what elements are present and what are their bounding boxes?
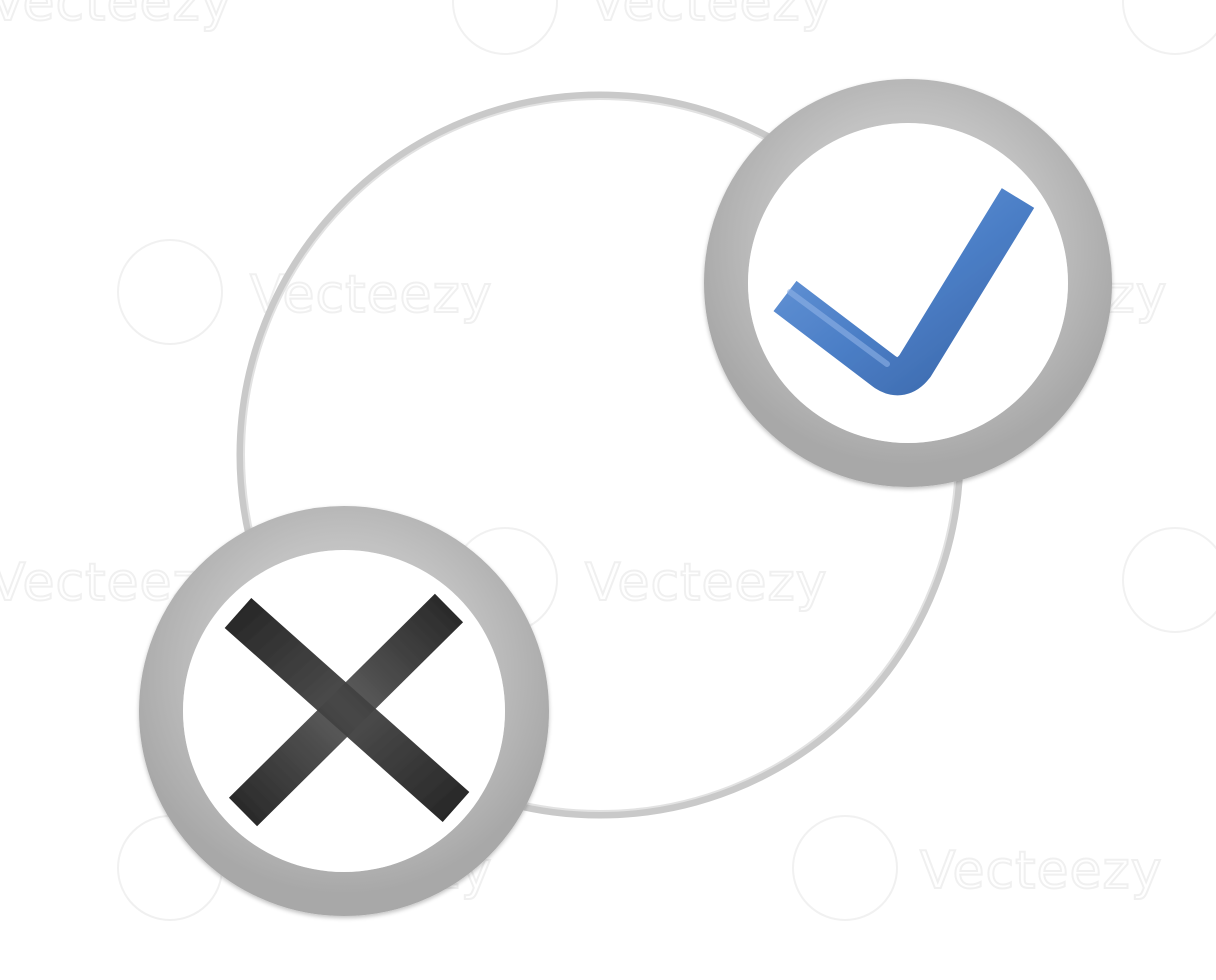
watermark-text: Vecteezy (920, 841, 1163, 901)
watermark-text: Vecteezy (590, 0, 833, 33)
cross-badge (139, 506, 549, 916)
watermark-text: Vecteezy (0, 0, 233, 33)
check-mark-icon (773, 188, 1035, 396)
cross-badge-ring (139, 506, 549, 916)
check-badge-ring (704, 79, 1112, 487)
watermark-text: Vecteezy (585, 553, 828, 613)
check-badge (704, 79, 1112, 487)
check-badge-face (748, 123, 1068, 443)
cross-mark-icon (224, 593, 470, 827)
